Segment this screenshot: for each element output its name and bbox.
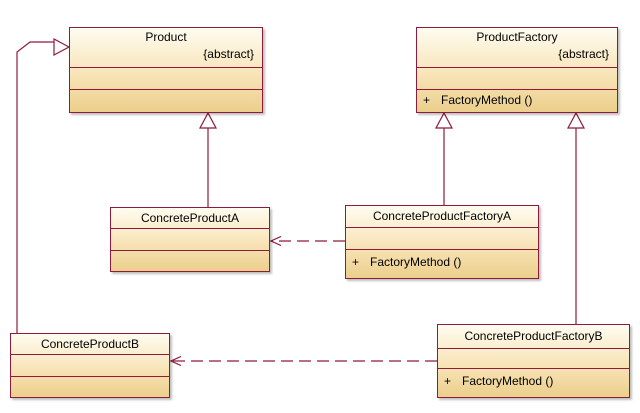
operations-compartment — [70, 90, 262, 112]
operation-visibility: + — [423, 93, 431, 107]
operation-visibility: + — [444, 374, 452, 388]
generalization-factory-b-to-product-factory — [567, 111, 585, 324]
class-concrete-product-factory-b-name-compartment: ConcreteProductFactoryB — [438, 325, 629, 349]
hollow-triangle-arrow-icon — [199, 111, 217, 129]
operations-compartment: + FactoryMethod () — [417, 90, 617, 112]
operation-name: FactoryMethod () — [441, 93, 533, 107]
attributes-compartment — [438, 349, 629, 369]
class-concrete-product-factory-a[interactable]: ConcreteProductFactoryA + FactoryMethod … — [345, 205, 539, 279]
attributes-compartment — [11, 355, 169, 377]
class-name: ConcreteProductFactoryA — [372, 209, 512, 223]
class-concrete-product-factory-b[interactable]: ConcreteProductFactoryB + FactoryMethod … — [437, 324, 630, 398]
class-product-factory-name-compartment: ProductFactory {abstract} — [417, 28, 617, 68]
class-stereotype: {abstract} — [558, 47, 609, 61]
operation-row: + FactoryMethod () — [346, 250, 538, 278]
hollow-triangle-arrow-icon — [53, 38, 71, 56]
class-concrete-product-b-name-compartment: ConcreteProductB — [11, 334, 169, 355]
operation-name: FactoryMethod () — [370, 255, 462, 269]
generalization-factory-a-to-product-factory — [435, 111, 453, 205]
generalization-concrete-product-b-to-product — [16, 38, 71, 333]
attributes-compartment — [70, 68, 262, 90]
class-name: ConcreteProductA — [140, 211, 240, 225]
attributes-compartment — [346, 228, 538, 250]
operation-row: + FactoryMethod () — [438, 369, 629, 397]
class-name: ConcreteProductB — [40, 337, 140, 351]
generalization-concrete-product-a-to-product — [199, 111, 217, 207]
class-product-factory[interactable]: ProductFactory {abstract} + FactoryMetho… — [416, 27, 618, 113]
class-concrete-product-a-name-compartment: ConcreteProductA — [111, 208, 269, 229]
operations-compartment — [11, 377, 169, 397]
hollow-triangle-arrow-icon — [567, 111, 585, 129]
class-product-name-compartment: Product {abstract} — [70, 28, 262, 68]
class-concrete-product-factory-a-name-compartment: ConcreteProductFactoryA — [346, 206, 538, 228]
operation-visibility: + — [352, 255, 360, 269]
operations-compartment: + FactoryMethod () — [346, 250, 538, 278]
class-name: Product — [145, 30, 187, 44]
class-product[interactable]: Product {abstract} — [69, 27, 263, 113]
class-name: ProductFactory — [476, 30, 558, 44]
attributes-compartment — [417, 68, 617, 90]
hollow-triangle-arrow-icon — [435, 111, 453, 129]
class-concrete-product-a[interactable]: ConcreteProductA — [110, 207, 270, 272]
operation-row: + FactoryMethod () — [417, 90, 617, 112]
operation-name: FactoryMethod () — [462, 374, 554, 388]
attributes-compartment — [111, 229, 269, 251]
class-name: ConcreteProductFactoryB — [464, 329, 603, 343]
class-concrete-product-b[interactable]: ConcreteProductB — [10, 333, 170, 398]
operations-compartment — [111, 251, 269, 271]
class-stereotype: {abstract} — [203, 47, 254, 61]
operations-compartment: + FactoryMethod () — [438, 369, 629, 397]
